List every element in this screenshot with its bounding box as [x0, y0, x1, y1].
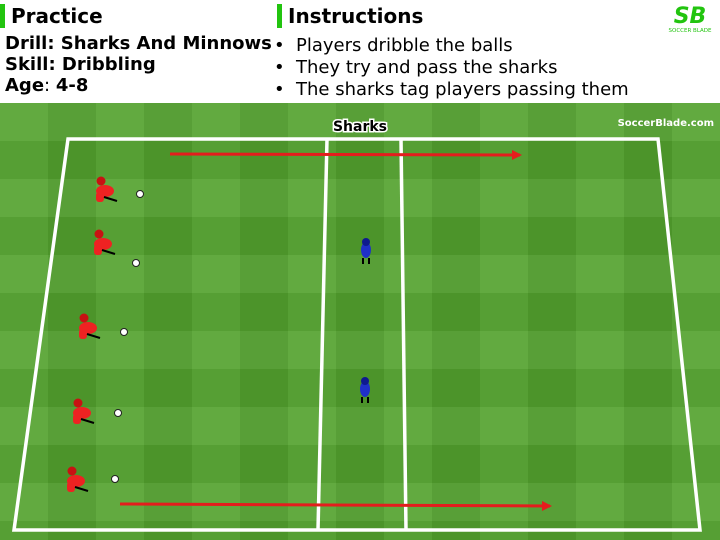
top-run-arrow — [169, 149, 522, 160]
instruction-item: • Players dribble the balls — [274, 35, 513, 57]
instruction-item: • The sharks tag players passing them — [274, 79, 629, 101]
sharks-zone-label: Sharks — [333, 119, 387, 135]
ball-icon — [111, 475, 119, 483]
instructions-accent-bar — [277, 4, 282, 28]
age-label: Age — [5, 75, 45, 96]
drill-value: Sharks And Minnows — [60, 33, 272, 54]
instruction-text: Players dribble the balls — [296, 35, 513, 56]
bullet-icon: • — [274, 35, 285, 56]
shark-zone-line-left — [316, 138, 329, 531]
age-line: Age: 4-8 — [5, 75, 89, 96]
minnow-player — [67, 466, 89, 492]
instruction-item: • They try and pass the sharks — [274, 57, 557, 79]
ball-icon — [114, 409, 122, 417]
skill-value: Dribbling — [61, 54, 156, 75]
logo-text: SOCCER BLADE — [669, 28, 713, 34]
shark-player — [361, 238, 371, 264]
minnow-player — [96, 176, 118, 202]
shark-player — [360, 377, 370, 403]
drill-header: Practice Instructions Drill: Sharks And … — [0, 0, 720, 103]
svg-text:SB: SB — [674, 4, 707, 29]
bullet-icon: • — [274, 57, 285, 78]
ball-icon — [136, 190, 144, 198]
instructions-title: Instructions — [288, 4, 424, 28]
minnow-player — [94, 229, 116, 255]
age-value: 4-8 — [55, 75, 89, 96]
minnow-player — [79, 313, 101, 339]
skill-line: Skill: Dribbling — [5, 54, 156, 75]
drill-line: Drill: Sharks And Minnows — [5, 33, 272, 54]
minnow-player — [73, 398, 95, 424]
watermark: SoccerBlade.com — [618, 118, 714, 129]
skill-label: Skill — [5, 54, 49, 75]
ball-icon — [132, 259, 140, 267]
shark-zone-line-right — [399, 138, 408, 531]
bottom-run-arrow — [119, 500, 552, 511]
pitch-diagram: Sharks SoccerBlade.com — [0, 103, 720, 540]
practice-title: Practice — [11, 4, 103, 28]
soccerblade-logo: SB SOCCER BLADE — [669, 4, 713, 34]
instruction-text: The sharks tag players passing them — [296, 79, 629, 100]
practice-accent-bar — [0, 4, 5, 28]
bullet-icon: • — [274, 79, 285, 100]
drill-label: Drill — [5, 33, 48, 54]
instruction-text: They try and pass the sharks — [296, 57, 558, 78]
ball-icon — [120, 328, 128, 336]
grid-boundary — [11, 137, 702, 532]
